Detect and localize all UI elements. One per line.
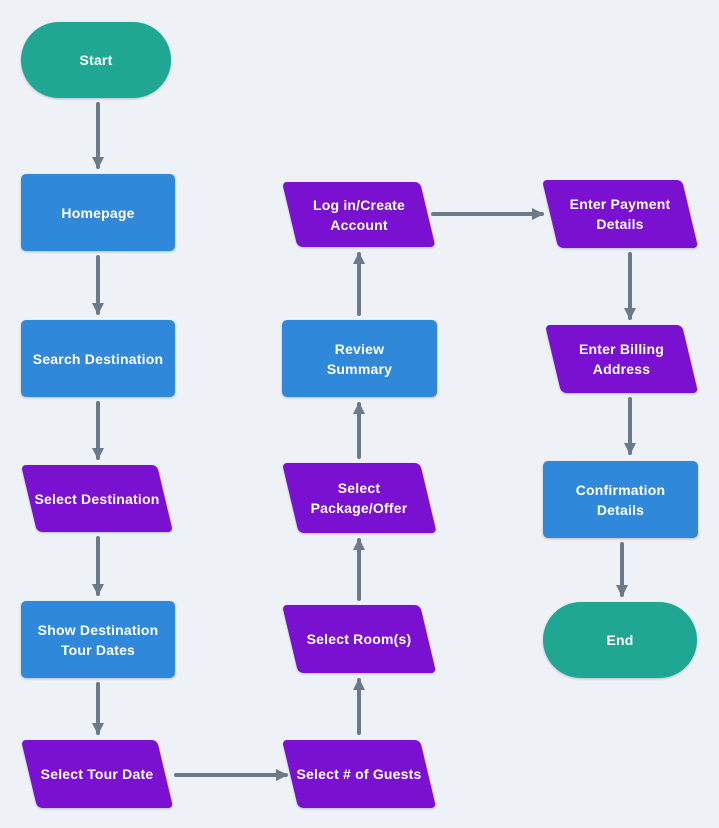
flow-node-select-package-offer[interactable]: Select Package/Offer — [282, 463, 437, 533]
flow-node-select-destination[interactable]: Select Destination — [21, 465, 173, 532]
flow-node-confirmation-details[interactable]: Confirmation Details — [543, 461, 698, 538]
flow-node-show-destination-tour-dates[interactable]: Show Destination Tour Dates — [21, 601, 175, 678]
flow-node-enter-payment-details[interactable]: Enter Payment Details — [542, 180, 699, 248]
flow-node-log-in-create-account[interactable]: Log in/Create Account — [282, 182, 436, 247]
node-label: Select Package/Offer — [310, 480, 408, 516]
node-label: End — [606, 632, 634, 648]
process-shape — [21, 174, 175, 251]
node-label: Select Destination — [34, 490, 160, 507]
node-label: Select # of Guests — [296, 766, 422, 782]
node-label: Start — [79, 52, 113, 68]
flow-node-select-rooms[interactable]: Select Room(s) — [282, 605, 437, 673]
process-shape — [282, 320, 437, 397]
flow-node-end[interactable]: End — [543, 602, 697, 678]
flow-node-search-destination[interactable]: Search Destination — [21, 320, 175, 397]
flow-node-start[interactable]: Start — [21, 22, 171, 98]
flow-node-homepage[interactable]: Homepage — [21, 174, 175, 251]
node-label: Show Destination Tour Dates — [37, 621, 159, 658]
process-shape — [21, 320, 175, 397]
node-label: Enter Billing Address — [578, 341, 665, 377]
node-label: Confirmation Details — [575, 481, 666, 518]
node-label: Select Room(s) — [306, 631, 412, 647]
terminal-shape — [21, 22, 171, 98]
flow-node-select-tour-date[interactable]: Select Tour Date — [21, 740, 174, 808]
terminal-shape — [543, 602, 697, 678]
flow-node-select-number-of-guests[interactable]: Select # of Guests — [282, 740, 437, 808]
node-label: Review Summary — [326, 340, 393, 377]
node-label: Enter Payment Details — [569, 196, 671, 232]
node-label: Log in/Create Account — [312, 196, 406, 233]
process-shape — [543, 461, 698, 538]
flow-node-enter-billing-address[interactable]: Enter Billing Address — [545, 325, 699, 393]
flow-node-review-summary[interactable]: Review Summary — [282, 320, 437, 397]
node-label: Homepage — [61, 204, 135, 221]
process-shape — [21, 601, 175, 678]
node-label: Select Tour Date — [40, 766, 154, 782]
node-label: Search Destination — [32, 350, 164, 367]
